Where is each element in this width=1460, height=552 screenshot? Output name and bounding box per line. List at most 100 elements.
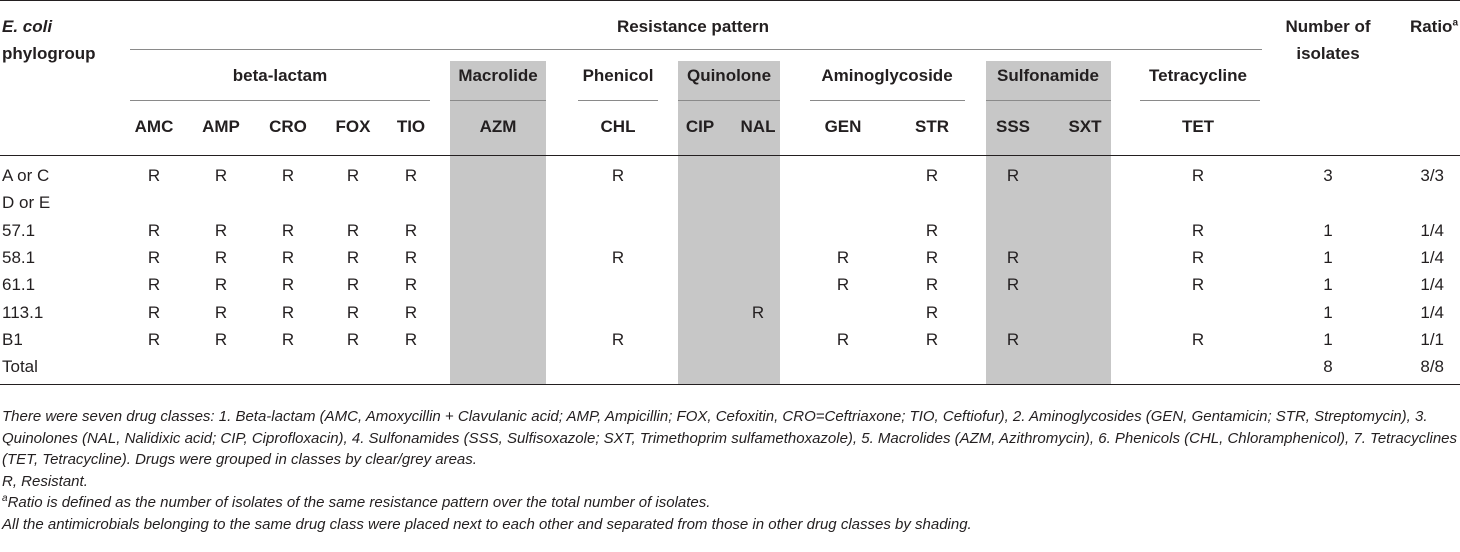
resistance-cell: R: [925, 248, 939, 267]
drug-header-azm: AZM: [479, 117, 517, 136]
footnote-shading: All the antimicrobials belonging to the …: [2, 515, 972, 533]
drug-header-sxt: SXT: [1068, 117, 1102, 136]
phenicol-rule: [578, 100, 658, 101]
class-header: Phenicol: [582, 66, 654, 85]
sulfonamide-shading: [986, 61, 1111, 385]
resistance-cell: R: [925, 330, 939, 349]
macrolide-shading: [450, 61, 546, 385]
number-header-line1: Number of: [1285, 17, 1371, 36]
resistance-cell: R: [1191, 166, 1205, 185]
resistance-cell: R: [147, 166, 161, 185]
resistance-cell: R: [404, 166, 418, 185]
phylogroup-cell: B1: [2, 330, 23, 349]
resistance-cell: R: [147, 330, 161, 349]
resistance-cell: R: [281, 303, 295, 322]
quinolone-rule: [678, 100, 780, 101]
resistance-cell: R: [346, 221, 360, 240]
resistance-cell: R: [147, 221, 161, 240]
resistance-cell: R: [214, 303, 228, 322]
resistance-cell: R: [214, 248, 228, 267]
resistance-cell: R: [925, 303, 939, 322]
resistance-cell: R: [404, 275, 418, 294]
resistance-cell: R: [1006, 275, 1020, 294]
ratio-cell: 1/4: [1420, 303, 1444, 322]
ratio-cell: 8/8: [1420, 357, 1444, 376]
resistance-cell: R: [281, 275, 295, 294]
table-footnotes: There were seven drug classes: 1. Beta-l…: [2, 406, 1458, 535]
resistance-cell: R: [611, 248, 625, 267]
resistance-cell: R: [147, 248, 161, 267]
resistance-cell: R: [611, 166, 625, 185]
ratio-cell: 1/1: [1420, 330, 1444, 349]
footnote-drug-classes: There were seven drug classes: 1. Beta-l…: [2, 408, 1458, 468]
resistance-cell: R: [751, 303, 765, 322]
quinolone-shading: [678, 61, 780, 385]
class-header: Macrolide: [458, 66, 538, 85]
drug-header-amp: AMP: [202, 117, 240, 136]
resistance-cell: R: [281, 248, 295, 267]
resistance-table: E. coli phylogroup Resistance pattern Nu…: [0, 0, 1460, 385]
phylogroup-cell: 61.1: [2, 275, 36, 294]
resistance-cell: R: [147, 303, 161, 322]
phylogroup-header-line2: phylogroup: [2, 44, 96, 63]
drug-header-amc: AMC: [134, 117, 174, 136]
resistance-cell: R: [346, 303, 360, 322]
resistance-pattern-header: Resistance pattern: [616, 17, 770, 36]
class-header: beta-lactam: [232, 66, 328, 85]
resistance-cell: R: [1006, 248, 1020, 267]
phylogroup-header-line1: E. coli: [2, 17, 53, 36]
resistance-cell: R: [281, 166, 295, 185]
resistance-cell: R: [214, 166, 228, 185]
header-bottom-rule: [0, 155, 1460, 156]
top-rule: [0, 0, 1460, 1]
resistance-cell: R: [214, 275, 228, 294]
number-header-line2: isolates: [1296, 44, 1360, 63]
phylogroup-cell: A or C: [2, 166, 50, 185]
table-bottom-rule: [0, 384, 1460, 385]
resistance-cell: R: [346, 275, 360, 294]
number-cell: 8: [1323, 357, 1333, 376]
phylogroup-cell: 113.1: [2, 303, 44, 322]
number-cell: 1: [1323, 303, 1333, 322]
footnote-ratio: aRatio is defined as the number of isola…: [2, 493, 711, 512]
phylogroup-cell: Total: [2, 357, 38, 376]
number-cell: 1: [1323, 330, 1333, 349]
drug-header-gen: GEN: [824, 117, 862, 136]
ratio-cell: 1/4: [1420, 248, 1444, 267]
drug-header-chl: CHL: [600, 117, 636, 136]
resistance-cell: R: [925, 166, 939, 185]
resistance-cell: R: [281, 221, 295, 240]
aminoglycoside-rule: [810, 100, 965, 101]
resistance-cell: R: [404, 221, 418, 240]
resistance-cell: R: [404, 330, 418, 349]
drug-header-sss: SSS: [995, 117, 1031, 136]
phylogroup-cell: 57.1: [2, 221, 36, 240]
drug-header-tio: TIO: [396, 117, 426, 136]
resistance-cell: R: [346, 330, 360, 349]
ratio-cell: 1/4: [1420, 275, 1444, 294]
phylogroup-cell: 58.1: [2, 248, 36, 267]
ratio-header: Ratioa: [1409, 17, 1458, 36]
number-cell: 1: [1323, 221, 1333, 240]
drug-header-tet: TET: [1181, 117, 1215, 136]
class-header: Aminoglycoside: [821, 66, 953, 85]
class-header: Quinolone: [686, 66, 772, 85]
ratio-cell: 3/3: [1420, 166, 1444, 185]
resistance-cell: R: [1191, 248, 1205, 267]
class-header: Sulfonamide: [996, 66, 1100, 85]
number-cell: 1: [1323, 248, 1333, 267]
number-cell: 1: [1323, 275, 1333, 294]
resistance-cell: R: [836, 275, 850, 294]
resistance-cell: R: [925, 275, 939, 294]
drug-header-fox: FOX: [335, 117, 371, 136]
resistance-cell: R: [1006, 166, 1020, 185]
number-cell: 3: [1323, 166, 1333, 185]
resistance-cell: R: [147, 275, 161, 294]
resistance-rule: [130, 49, 1262, 50]
resistance-cell: R: [214, 221, 228, 240]
phylogroup-cell: D or E: [2, 193, 51, 212]
sulfonamide-rule: [986, 100, 1111, 101]
tetracycline-rule: [1140, 100, 1260, 101]
resistance-cell: R: [1191, 221, 1205, 240]
resistance-cell: R: [346, 248, 360, 267]
